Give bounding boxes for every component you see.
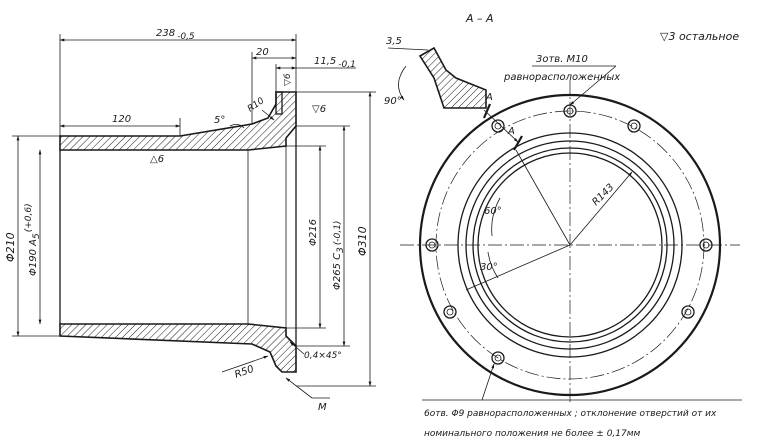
holes-leader — [481, 363, 495, 401]
d190-sub: 5 — [32, 233, 42, 239]
angle-5-label: 5° — [214, 115, 225, 126]
d265-label: Φ265 C3(-0,1) — [332, 221, 346, 290]
ray-30 — [465, 244, 571, 291]
m10-leader — [569, 65, 617, 106]
section-label: А – А — [465, 12, 494, 25]
d190-label: Φ190 A5(+0,6) — [24, 203, 42, 276]
lower-wall-section — [59, 323, 297, 373]
section-a-top-label: A — [485, 92, 493, 103]
overall-len-label: 238-0,5 — [156, 28, 195, 42]
len-11-5-tol: -0,1 — [338, 60, 356, 70]
rough-6a-label: ▽6 — [283, 73, 293, 86]
section-a-bottom-label: A — [507, 126, 515, 137]
bolt-hole — [681, 305, 695, 319]
d310-label: Φ310 — [356, 226, 369, 256]
detail-profile — [418, 46, 487, 109]
detail-35-ext — [387, 47, 429, 51]
overall-len-tol: -0,5 — [177, 32, 195, 42]
len-11-5-label: 11,5-0,1 — [314, 56, 356, 70]
arc-30 — [487, 251, 499, 279]
bolt-hole — [627, 119, 641, 133]
detail-90-label: 90° — [384, 96, 402, 107]
roughness-rest-label: ▽3 остальное — [660, 30, 739, 43]
leader-chamfer — [289, 341, 305, 355]
r10-label: R10 — [246, 96, 266, 115]
holes-m10-label: 3отв. M10 — [536, 54, 588, 65]
leader-m — [285, 377, 313, 399]
detail-90-arc — [398, 65, 407, 101]
angle-60-label: 60° — [484, 206, 502, 217]
d210-label: Φ210 — [4, 232, 17, 262]
bolt-hole — [425, 238, 439, 252]
flange-lug — [275, 91, 283, 115]
d216-label: Φ216 — [308, 219, 319, 246]
detail-section-aa — [387, 46, 487, 109]
chamfer-label: 0,4×45° — [304, 351, 342, 361]
d265-sub: 3 — [336, 247, 346, 253]
sleeve-section-view — [12, 34, 376, 399]
angle-30-label: 30° — [480, 262, 498, 273]
holes-m10-note: равнорасположенных — [503, 72, 620, 83]
r50-label: R50 — [233, 364, 255, 381]
r143-line — [569, 171, 633, 246]
note-line-2: номинального положения не более ± 0,17мм — [424, 429, 641, 439]
leader-r10 — [261, 109, 275, 121]
bolt-hole — [491, 119, 505, 133]
detail-35-label: 3,5 — [386, 36, 402, 47]
leader-r50 — [221, 355, 269, 373]
rough-6c-label: △6 — [150, 154, 164, 165]
section-arrow — [483, 109, 519, 143]
arc-60 — [491, 197, 501, 237]
len-20-label: 20 — [256, 47, 269, 58]
d265-tol: (-0,1) — [333, 221, 343, 246]
section-mark-bottom — [513, 135, 523, 151]
ray-60 — [515, 149, 571, 246]
len-120-label: 120 — [112, 114, 131, 125]
rough-6b-label: ▽6 — [312, 104, 326, 115]
bolt-hole — [699, 238, 713, 252]
angle-5-arc — [229, 124, 245, 129]
m-label: M — [318, 402, 327, 413]
bolt-hole — [443, 305, 457, 319]
flange-front-view — [400, 65, 742, 405]
section-mark-top — [482, 103, 492, 119]
note-line-1: 6отв. Φ9 равнорасположенных ; отклонение… — [424, 409, 717, 419]
d190-tol: (+0,6) — [24, 203, 34, 232]
bolt-hole — [491, 351, 505, 365]
